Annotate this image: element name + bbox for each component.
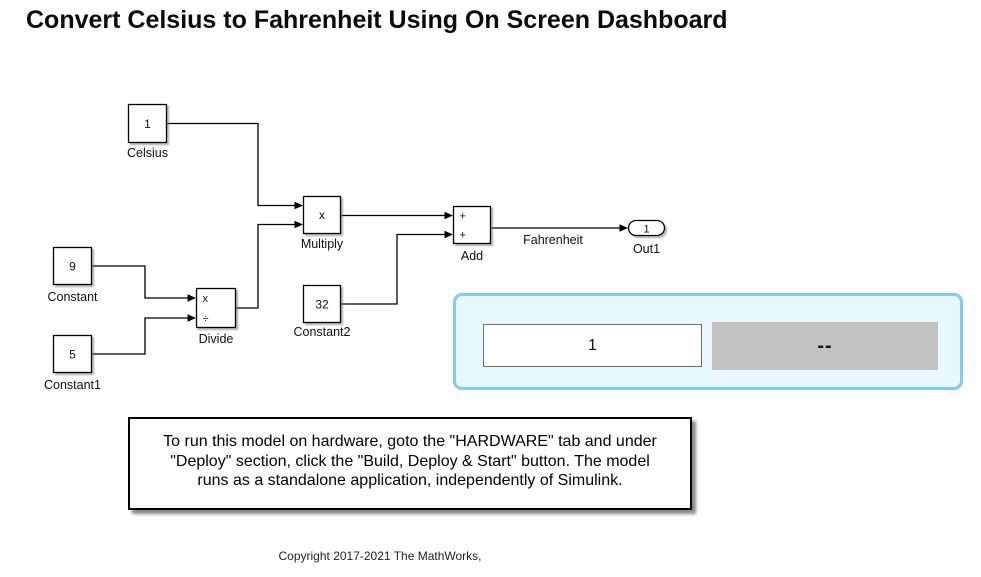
out1-block-label: Out1 — [633, 242, 660, 256]
out1-block-body[interactable] — [627, 219, 666, 237]
arrowhead-divide-in1 — [187, 294, 196, 302]
add-block-body[interactable] — [452, 205, 492, 245]
constant1-block-label: Constant1 — [44, 378, 101, 392]
divide-block-label: Divide — [199, 332, 234, 346]
copyright-text: Copyright 2017-2021 The MathWorks, — [278, 549, 482, 563]
block-out1[interactable]: 1 Out1 — [627, 219, 666, 257]
constant-block-body[interactable] — [52, 246, 93, 286]
celsius-block-label: Celsius — [127, 146, 168, 160]
multiply-block-body[interactable] — [302, 195, 342, 235]
annotation-line-1: To run this model on hardware, goto the … — [163, 433, 657, 450]
divide-port1-glyph: x — [203, 293, 209, 305]
dashboard-edit-field[interactable]: 1 — [483, 324, 702, 367]
signal-wires — [91, 122, 628, 355]
add-block-label: Add — [461, 249, 483, 263]
divide-port2-glyph: ÷ — [203, 313, 209, 325]
block-celsius[interactable]: 1 Celsius — [127, 103, 168, 161]
add-port1-glyph: + — [460, 211, 466, 223]
constant-block-value: 9 — [69, 260, 76, 274]
arrowhead-multiply-in1 — [294, 201, 303, 210]
wire-celsius-to-multiply[interactable] — [166, 122, 297, 207]
multiply-block-label: Multiply — [301, 237, 344, 251]
dashboard-panel[interactable]: 1 -- — [453, 293, 963, 390]
annotation-line-2: "Deploy" section, click the "Build, Depl… — [170, 452, 650, 470]
constant1-block-body[interactable] — [52, 334, 93, 374]
celsius-block-value: 1 — [144, 117, 151, 131]
arrowhead-divide-in2 — [187, 314, 196, 322]
wire-constant2-to-add[interactable] — [341, 233, 446, 305]
annotation-box: To run this model on hardware, goto the … — [128, 417, 692, 510]
multiply-operator-glyph: x — [319, 208, 325, 222]
arrowhead-out1 — [619, 224, 628, 232]
out1-block-value: 1 — [643, 224, 649, 236]
add-port2-glyph: + — [460, 230, 466, 242]
arrowhead-multiply-in2 — [294, 220, 303, 229]
constant2-block-label: Constant2 — [294, 325, 351, 339]
annotation-line-3: runs as a standalone application, indepe… — [197, 472, 623, 489]
divide-block-body[interactable] — [195, 287, 237, 329]
wire-constant1-to-divide[interactable] — [91, 317, 189, 355]
arrowhead-add-in1 — [444, 211, 453, 220]
wire-divide-to-multiply[interactable] — [236, 223, 296, 309]
constant-block-label: Constant — [47, 290, 98, 304]
block-divide[interactable]: x ÷ Divide — [195, 287, 237, 347]
constant1-block-value: 5 — [69, 348, 76, 362]
block-constant2[interactable]: 32 Constant2 — [294, 284, 351, 340]
block-multiply[interactable]: x Multiply — [301, 195, 344, 252]
arrowhead-add-in2 — [444, 230, 453, 239]
constant2-block-body[interactable] — [302, 284, 342, 324]
wire-constant-to-divide[interactable] — [91, 265, 189, 299]
constant2-block-value: 32 — [315, 298, 329, 312]
block-add[interactable]: + + Add — [452, 205, 492, 264]
block-constant[interactable]: 9 Constant — [47, 246, 98, 305]
signal-label-fahrenheit: Fahrenheit — [523, 233, 583, 247]
celsius-block-body[interactable] — [127, 103, 168, 144]
model-title: Convert Celsius to Fahrenheit Using On S… — [26, 6, 728, 34]
block-constant1[interactable]: 5 Constant1 — [44, 334, 101, 393]
dashboard-display-field: -- — [712, 322, 938, 370]
